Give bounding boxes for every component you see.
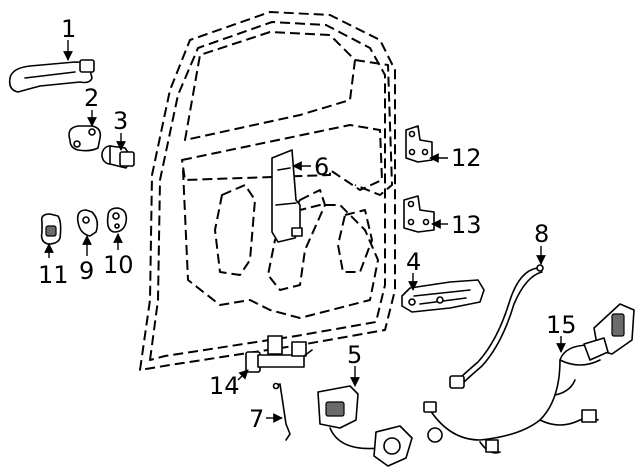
callout-3: 3 [113, 107, 128, 135]
part-11-clip [40, 213, 62, 245]
leader-lines [44, 40, 566, 423]
callout-8: 8 [534, 220, 549, 248]
part-15-wire-harness [423, 303, 635, 454]
part-5-latch [317, 385, 413, 467]
callout-12: 12 [451, 144, 482, 172]
part-7-rod [272, 382, 291, 441]
callout-5: 5 [347, 341, 362, 369]
part-3-lock-cylinder [101, 145, 135, 169]
callout-2: 2 [84, 84, 99, 112]
callout-13: 13 [451, 211, 482, 239]
part-4-inside-handle [401, 279, 485, 313]
part-1-outside-handle [8, 59, 95, 93]
part-12-upper-hinge [405, 125, 433, 163]
callout-1: 1 [61, 15, 76, 43]
callout-6: 6 [314, 153, 329, 181]
part-14-door-check [245, 335, 313, 373]
callout-14: 14 [209, 372, 240, 400]
callout-4: 4 [406, 248, 421, 276]
part-13-lower-hinge [403, 195, 435, 233]
part-2-handle-pad [68, 125, 102, 152]
part-6-bracket [271, 149, 303, 243]
callout-10: 10 [103, 251, 134, 279]
callout-9: 9 [79, 257, 94, 285]
callout-labels: 1 2 3 4 5 6 7 8 9 10 11 12 13 14 15 [38, 15, 577, 433]
part-8-cable [449, 264, 544, 389]
part-10-seal [106, 207, 128, 233]
door-outline [139, 11, 396, 371]
part-9-seal [76, 209, 99, 237]
callout-15: 15 [546, 311, 577, 339]
callout-7: 7 [249, 405, 264, 433]
callout-11: 11 [38, 261, 69, 289]
